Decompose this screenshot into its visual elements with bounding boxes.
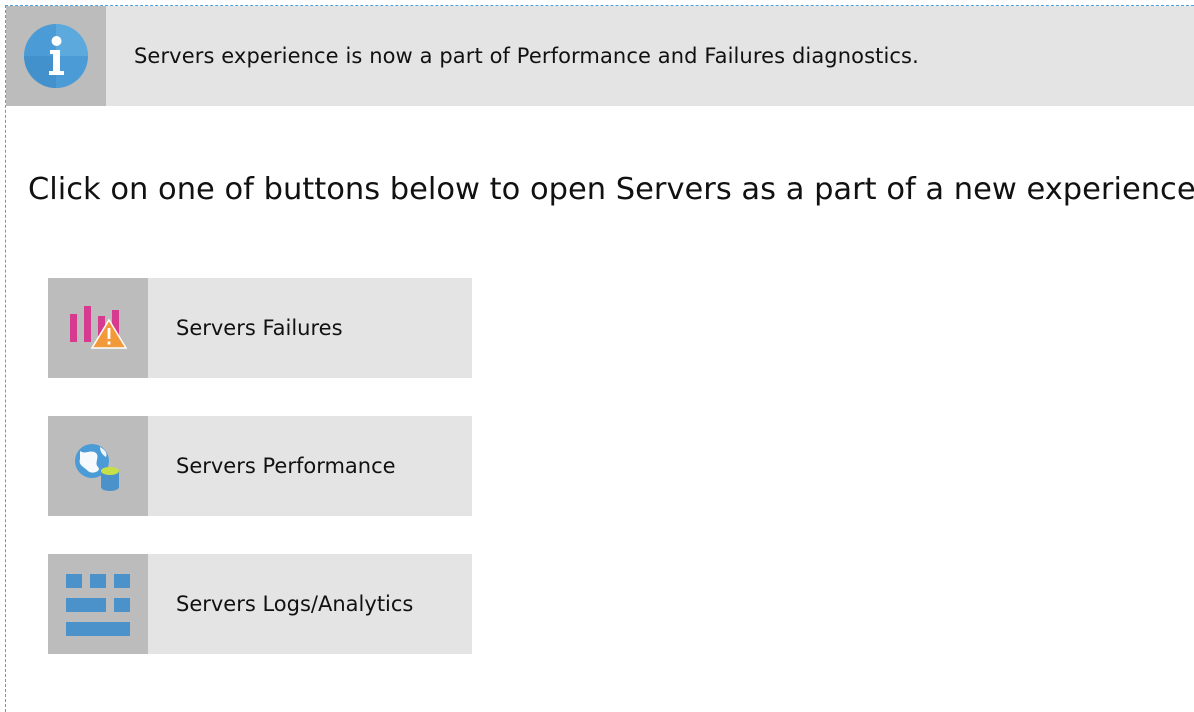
servers-failures-button[interactable]: Servers Failures [48, 278, 472, 378]
info-banner: Servers experience is now a part of Perf… [6, 6, 1194, 106]
info-icon [24, 24, 88, 88]
content-frame [5, 5, 1194, 712]
servers-logs-analytics-label: Servers Logs/Analytics [176, 592, 414, 616]
failures-chart-warning-icon [70, 306, 128, 349]
logs-icon-box [48, 554, 148, 654]
servers-performance-button[interactable]: Servers Performance [48, 416, 472, 516]
globe-database-icon [75, 444, 119, 491]
servers-failures-label: Servers Failures [176, 316, 343, 340]
banner-icon-box [6, 6, 106, 106]
servers-logs-analytics-button[interactable]: Servers Logs/Analytics [48, 554, 472, 654]
logs-grid-icon [66, 574, 130, 636]
failures-icon-box [48, 278, 148, 378]
servers-performance-label: Servers Performance [176, 454, 396, 478]
instruction-headline: Click on one of buttons below to open Se… [28, 172, 1194, 207]
performance-icon-box [48, 416, 148, 516]
banner-message: Servers experience is now a part of Perf… [134, 44, 919, 68]
